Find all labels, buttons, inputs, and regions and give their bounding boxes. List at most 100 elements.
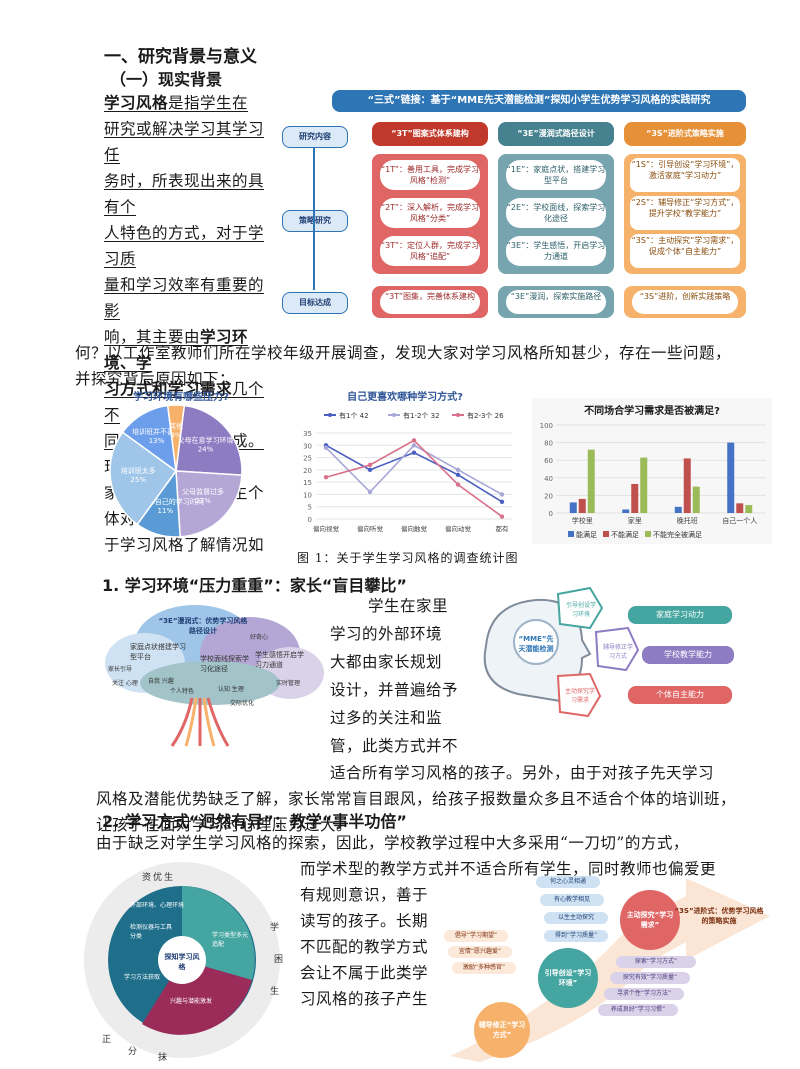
- arrow-tag: 何之心灵相通: [536, 876, 600, 888]
- bar-title: 不同场合学习需求是否被满足?: [584, 406, 720, 417]
- x-tick-label: 家里: [628, 516, 642, 525]
- section-1-title: 1. 学习环境“压力重重”：家长“盲目攀比”: [102, 576, 407, 595]
- section-2-title: 2. 学习方式“迥然有异”：教学“事半功倍”: [102, 812, 407, 831]
- ring-diagram: 探知学习风格 资优生 学 困 生 正 分 抹 外部环境、心理环境 检测仪器与工具…: [72, 860, 294, 1063]
- data-point: [411, 443, 417, 448]
- arrow-circle-label: 主动探究“学习需求”: [626, 911, 674, 929]
- data-point: [367, 489, 373, 495]
- col2-item: “1E”：家庭点状，搭建学习型平台: [506, 160, 606, 190]
- section-2-line: 而学术型的教学方式并不适合所有学生，同时教师也偏爱更: [300, 860, 717, 878]
- bar: [736, 503, 744, 513]
- ring-svg: [84, 862, 280, 1058]
- bar: [631, 483, 639, 513]
- y-tick-label: 100: [540, 422, 553, 430]
- bar: [745, 505, 753, 513]
- tree-diagram: “3E”漫润式：优势学习风格路径设计 家庭点状搭建学习型平台 学校面线探索学习化…: [100, 598, 326, 748]
- head-step: 辅导修正学习方式: [602, 644, 633, 660]
- tree-leaf: 家长引导: [108, 666, 133, 673]
- tree-leaf: 关注 心理: [112, 680, 138, 687]
- bar: [569, 502, 577, 513]
- framework-title: “三式”链接：基于“MME先天潜能检测”探知小学生优势学习风格的实践研究: [332, 90, 746, 112]
- section-1-line: 适合所有学习风格的孩子。另外，由于对孩子先天学习: [330, 764, 715, 782]
- x-tick-label: 偏向触觉: [401, 524, 428, 533]
- section-heading: 一、研究背景与意义: [104, 47, 257, 67]
- result-3: “3S”进阶，创新实践策略: [624, 286, 746, 318]
- data-point: [323, 475, 329, 480]
- legend-marker: [328, 413, 332, 417]
- section-1-wide-text: 风格及潜能优势缺乏了解，家长常常盲目跟风，给孩子报数量众多且不适合个体的培训班，…: [96, 790, 737, 834]
- head-outcome: 个体自主能力: [628, 686, 732, 704]
- x-tick-label: 偏向动觉: [445, 524, 472, 533]
- row-connector: [313, 148, 315, 290]
- bar: [587, 449, 595, 513]
- pie-slice: [175, 404, 243, 476]
- ring-inner-label: 外部环境、心理环境: [130, 902, 185, 909]
- col1-header: “3T”图案式体系建构: [372, 122, 488, 146]
- ring-inner-label: 学习类型多元追配: [212, 932, 249, 948]
- head-step: 引导创设学习环境: [566, 602, 597, 618]
- sub-heading: （一）现实背景: [110, 70, 223, 89]
- pie-slice: [175, 470, 243, 538]
- legend-label: 有1-2个 32: [403, 411, 440, 420]
- y-tick-label: 40: [544, 475, 553, 483]
- data-point: [323, 445, 329, 450]
- x-tick-label: 自己一个人: [722, 516, 757, 525]
- data-point: [367, 462, 373, 468]
- tree-leaf: 学校面线探索学习化途径: [200, 655, 249, 673]
- col3-item: “2S”：辅导修正“学习方式”，提升学校“教学能力”: [630, 196, 740, 230]
- pie-slice: [166, 404, 186, 472]
- col2-header: “3E”漫润式路径设计: [498, 122, 614, 146]
- legend-label: 有1个 42: [339, 411, 369, 420]
- data-point: [367, 467, 373, 473]
- data-point: [455, 467, 461, 473]
- tree-leaf: 个人特色: [170, 688, 195, 695]
- head-svg: [483, 586, 640, 718]
- y-tick-label: 20: [544, 492, 553, 500]
- data-point: [499, 514, 505, 519]
- arrow-tag: 探索“学习方式”: [616, 956, 696, 968]
- x-tick-label: 都有: [496, 524, 510, 533]
- arrow-tag: 以生主动探究: [544, 912, 608, 924]
- x-tick-label: 学校里: [572, 516, 593, 525]
- y-tick-label: 30: [303, 442, 312, 450]
- tree-leaf: 自我 兴趣: [148, 678, 174, 685]
- col3-header: “3S”进阶式策略实施: [624, 122, 746, 146]
- arrow-tag: 宜情“愿兴趣爱”: [448, 946, 512, 958]
- arrow-final-label: “3S”进阶式：优势学习风格的策略实施: [674, 907, 764, 925]
- data-point: [455, 472, 461, 477]
- col2-item: “2E”：学校面线，探索学习化途径: [506, 198, 606, 228]
- intro-continued: 何？以工作室教师们所在学校年级开展调查，发现大家对学习风格所知甚少，存在一些问题…: [75, 344, 732, 388]
- legend-label: 能满足: [576, 530, 597, 539]
- ring-inner-label: 兴趣与潜能激发: [170, 998, 213, 1005]
- head-diagram: “MME”先天潜能检测 引导创设学习环境 辅导修正学习方式 主动探究学习需求 家…: [478, 584, 738, 724]
- legend-swatch: [568, 531, 574, 537]
- arrow-tag: 倡导“学习期望”: [444, 930, 508, 942]
- arrow-tag: 养成良好“学习习惯”: [598, 1004, 678, 1016]
- bar-svg: 020406080100学校里家里晚托班自己一个人能满足不能满足不能完全被满足: [540, 422, 766, 539]
- row-label-strategy: 策略研究: [282, 210, 348, 232]
- bar: [692, 486, 700, 513]
- tree-leaf: 家庭点状搭建学习型平台: [130, 643, 186, 661]
- bar: [622, 509, 630, 513]
- ring-outer-label: 生: [270, 987, 280, 997]
- ring-inner-label: 学习方法获取: [124, 974, 161, 981]
- term-learning-style: 学习风格: [104, 93, 169, 112]
- legend-marker: [456, 413, 460, 417]
- y-tick-label: 20: [303, 467, 312, 475]
- framework-diagram: “三式”链接：基于“MME先天潜能检测”探知小学生优势学习风格的实践研究 研究内…: [282, 90, 752, 322]
- arrow-diagram: “3S”进阶式：优势学习风格的策略实施 主动探究“学习需求” 引导创设“学习环境…: [440, 856, 776, 1062]
- data-point: [411, 438, 417, 443]
- tree-leaf: 实时管理: [276, 680, 301, 687]
- arrow-tag: 探究有效“学习质量”: [610, 972, 690, 984]
- y-tick-label: 60: [544, 457, 553, 465]
- ring-outer-label: 困: [274, 955, 284, 965]
- legend-label: 有2-3个 26: [467, 411, 504, 420]
- y-tick-label: 35: [303, 430, 312, 438]
